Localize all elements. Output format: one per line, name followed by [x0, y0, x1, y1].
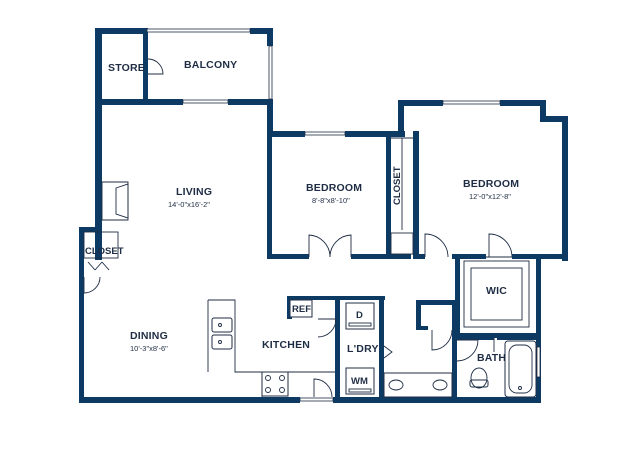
labels: STORE BALCONY LIVING 14'-0"x16'-2" BEDRO…	[85, 59, 519, 387]
doors	[83, 58, 513, 398]
closet-vertical-label: CLOSET	[392, 166, 403, 205]
dining-label: DINING	[130, 330, 168, 342]
store-label: STORE	[108, 62, 145, 74]
dining-dim: 10'-3"x8'-6"	[130, 344, 168, 353]
laundry-fixtures	[345, 302, 375, 395]
closet-vertical-detail	[390, 137, 414, 255]
bedroom1-dim: 8'-8"x8'-10"	[312, 196, 350, 205]
bath-fixtures	[383, 340, 537, 398]
balcony-label: BALCONY	[184, 59, 237, 71]
dryer-label: D	[356, 310, 363, 321]
living-label: LIVING	[176, 186, 212, 198]
bath-label: BATH	[477, 352, 506, 364]
bedroom2-dim: 12'-0"x12'-8"	[469, 192, 511, 201]
wic-label: WIC	[486, 285, 507, 297]
windows	[146, 28, 541, 402]
kitchen-fixtures	[207, 299, 335, 397]
closet-left-label: CLOSET	[85, 246, 124, 257]
wic-shelves	[463, 260, 530, 328]
washer-label: WM	[351, 376, 368, 387]
ref-label: REF	[292, 304, 311, 315]
fireplace	[101, 181, 129, 221]
living-dim: 14'-0"x16'-2"	[168, 200, 210, 209]
bedroom1-label: BEDROOM	[306, 182, 362, 194]
laundry-label: L'DRY	[347, 343, 379, 355]
closet-left-detail	[83, 231, 119, 271]
kitchen-label: KITCHEN	[262, 339, 310, 351]
bedroom2-label: BEDROOM	[463, 178, 519, 190]
